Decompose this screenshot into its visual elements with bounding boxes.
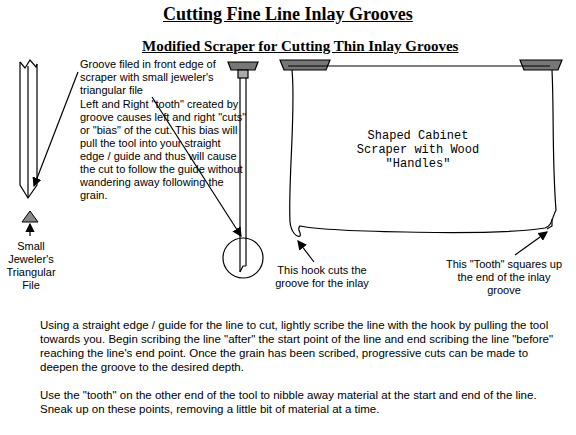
paragraph: Use the "tooth" on the other end of the … (40, 388, 562, 416)
callout-label: This "Tooth" squares up the end of the i… (440, 258, 568, 297)
scraper-shape: Shaped Cabinet Scraper with Wood "Handle… (353, 129, 483, 171)
subtitle: Modified Scraper for Cutting Thin Inlay … (142, 38, 458, 55)
paragraph: Using a straight edge / guide for the li… (40, 318, 562, 374)
node-text: Shaped Cabinet Scraper with Wood "Handle… (353, 129, 483, 171)
callout-label: Groove filed in front edge of scraper wi… (80, 58, 250, 97)
note: Left and Right "tooth" created by groove… (80, 98, 248, 202)
callout-label: Small Jeweler's Triangular File (2, 240, 60, 292)
callout-label: This hook cuts the groove for the inlay (262, 264, 382, 290)
title: Cutting Fine Line Inlay Grooves (163, 4, 413, 25)
